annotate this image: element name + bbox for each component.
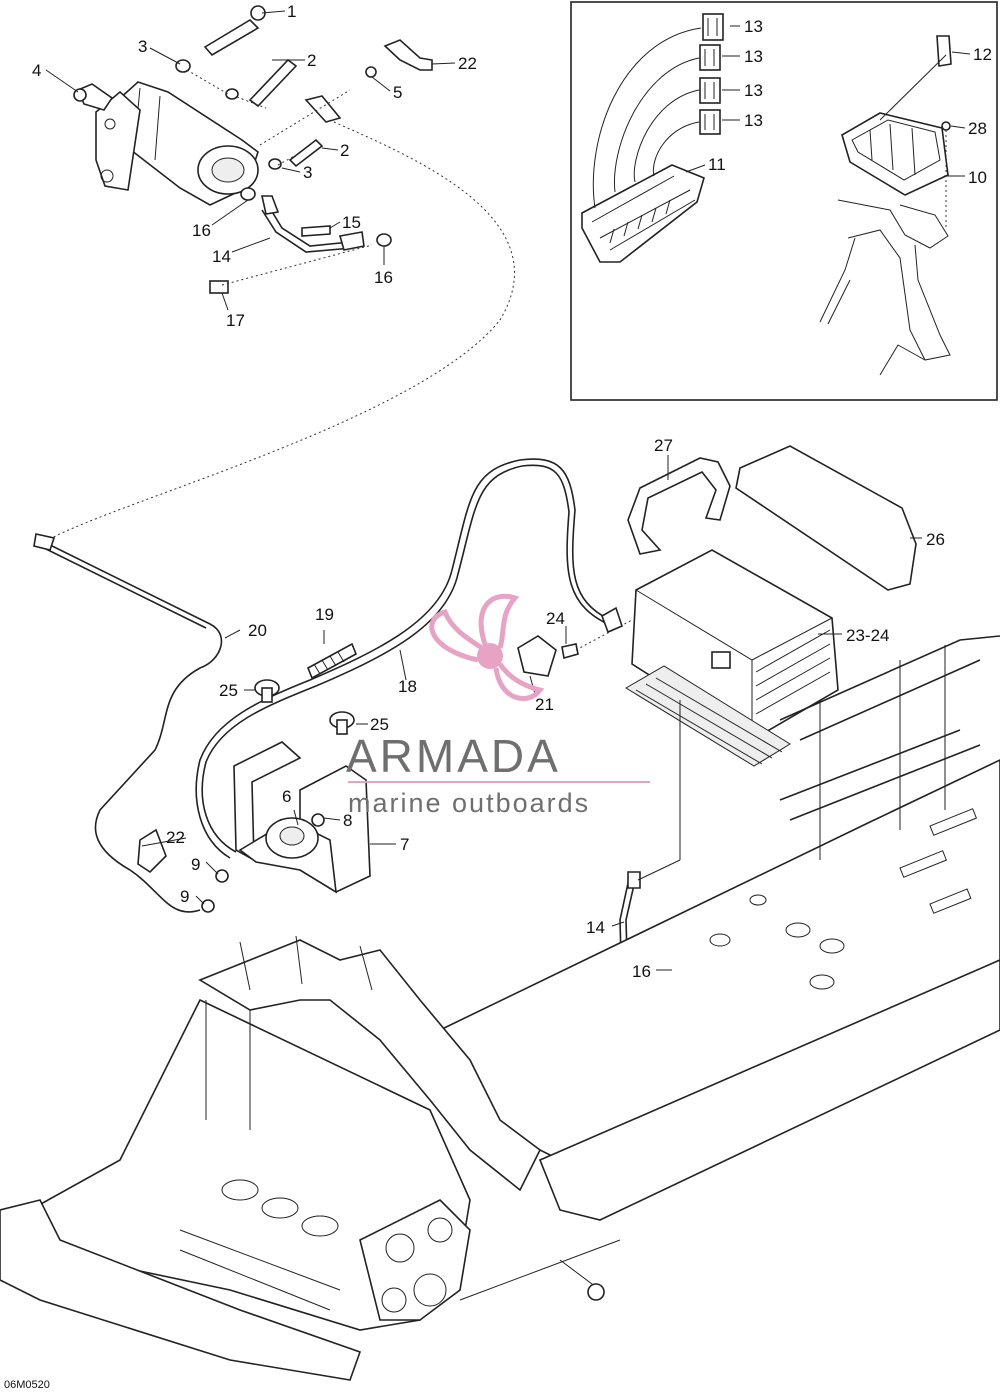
callout-13: 13 (744, 111, 763, 130)
callout-9: 9 (180, 887, 189, 906)
callout-15: 15 (342, 213, 361, 232)
chassis-frame (0, 635, 1000, 1381)
callout-25: 25 (219, 681, 238, 700)
callout-6: 6 (282, 787, 291, 806)
callout-8: 8 (343, 811, 352, 830)
callout-1: 1 (287, 2, 296, 21)
leader-lines (45, 10, 971, 971)
callout-16: 16 (374, 268, 393, 287)
callout-14: 14 (586, 918, 605, 937)
starter-assembly (47, 5, 515, 541)
callout-7: 7 (400, 835, 409, 854)
callout-10: 10 (968, 168, 987, 187)
callout-26: 26 (926, 530, 945, 549)
callout-13: 13 (744, 17, 763, 36)
cables (33, 458, 685, 1003)
callout-5: 5 (393, 83, 402, 102)
watermark-brand: ARMADA (346, 730, 561, 782)
armada-watermark: ARMADA marine outboards (346, 593, 650, 818)
callout-16: 16 (632, 962, 651, 981)
callout-3: 3 (303, 163, 312, 182)
callout-12: 12 (973, 45, 992, 64)
callout-2: 2 (307, 51, 316, 70)
drawing-code: 06M0520 (4, 1379, 50, 1391)
callout-27: 27 (654, 436, 673, 455)
callout-2: 2 (340, 141, 349, 160)
callout-23-24: 23-24 (846, 626, 889, 645)
callout-24: 24 (546, 609, 565, 628)
callout-13: 13 (744, 81, 763, 100)
callout-3: 3 (138, 37, 147, 56)
callout-17: 17 (226, 311, 245, 330)
propeller-logo (429, 593, 545, 702)
callout-19: 19 (315, 605, 334, 624)
battery-assembly (517, 445, 917, 767)
callout-13: 13 (744, 47, 763, 66)
callout-4: 4 (32, 61, 41, 80)
callout-21: 21 (535, 695, 554, 714)
callout-25: 25 (370, 715, 389, 734)
callout-16: 16 (192, 221, 211, 240)
fuse-box-inset (570, 1, 998, 401)
callout-9: 9 (191, 855, 200, 874)
watermark-tagline: marine outboards (348, 788, 590, 818)
callout-18: 18 (398, 677, 417, 696)
callout-28: 28 (968, 119, 987, 138)
callout-22: 22 (458, 54, 477, 73)
callout-labels: 1 2 2 3 3 4 5 6 7 8 9 9 10 11 12 13 13 1… (32, 2, 992, 981)
callout-22: 22 (166, 828, 185, 847)
callout-11: 11 (708, 155, 726, 174)
callout-20: 20 (248, 621, 267, 640)
callout-14: 14 (212, 247, 231, 266)
